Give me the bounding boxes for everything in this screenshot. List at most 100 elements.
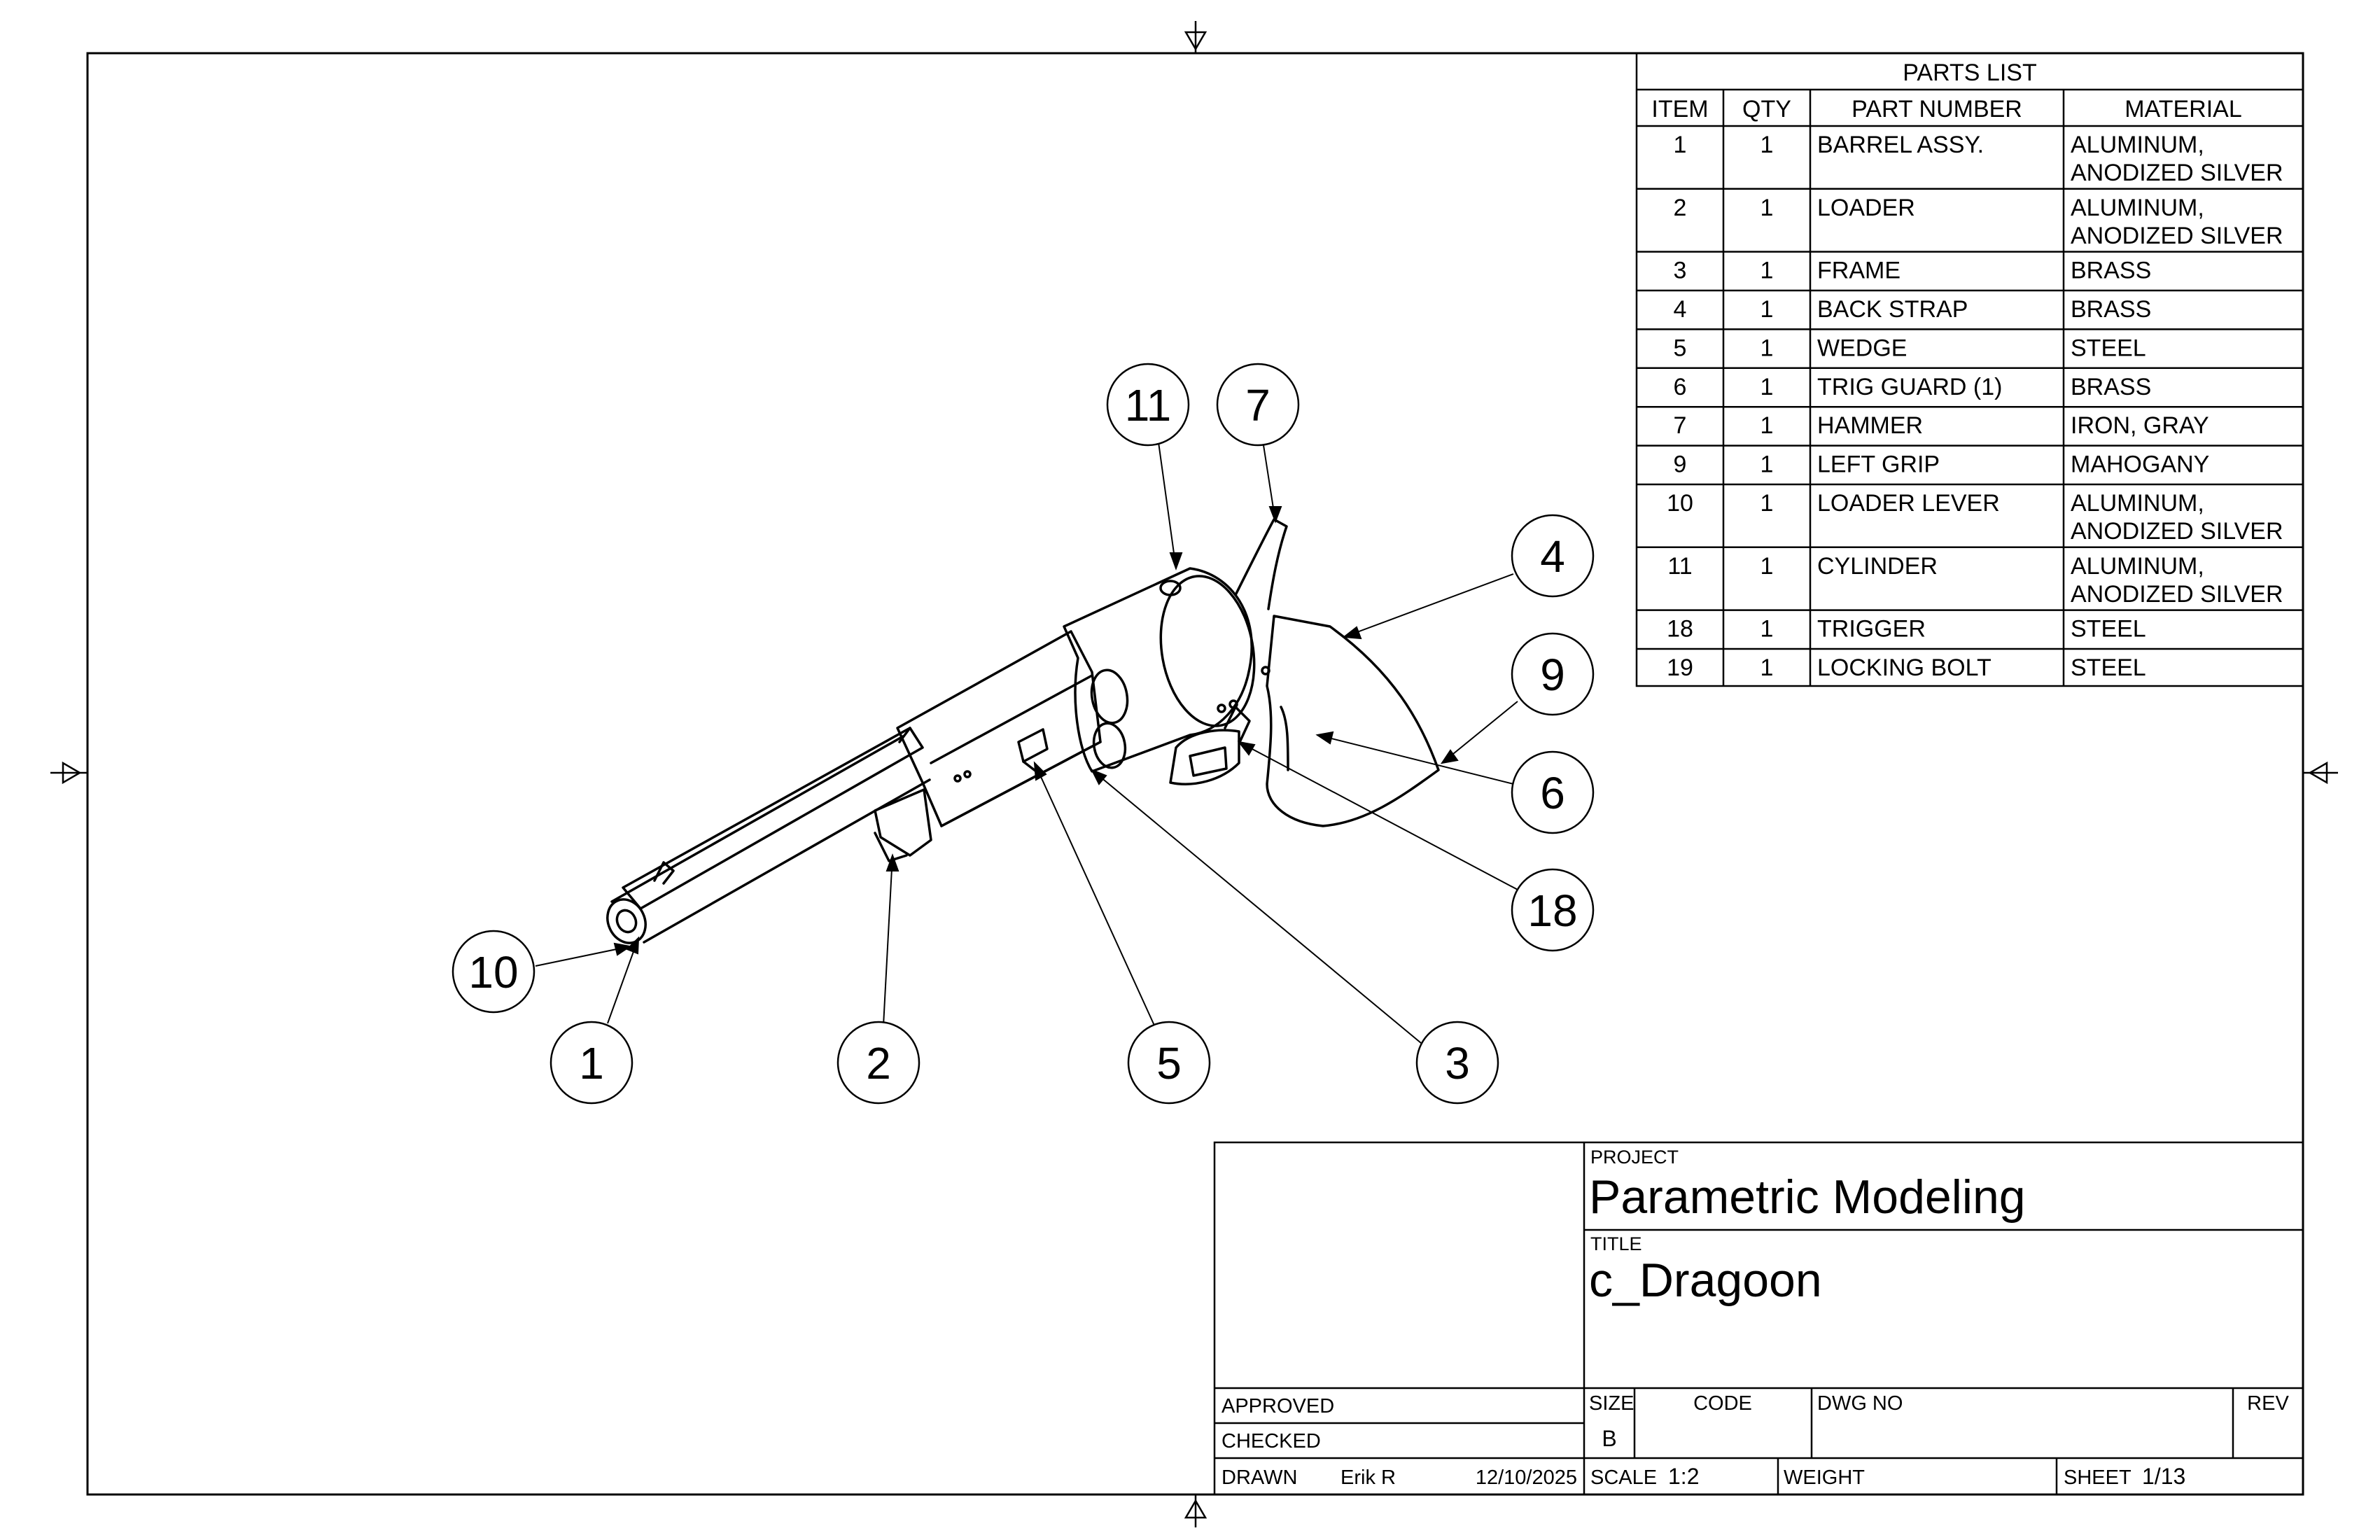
rev-label: REV <box>2247 1392 2289 1415</box>
part-qty: 1 <box>1760 335 1774 361</box>
part-number: LOADER LEVER <box>1817 490 2000 517</box>
part-item: 9 <box>1674 451 1687 478</box>
trigger <box>1224 706 1251 742</box>
part-material: ALUMINUM, <box>2071 195 2204 221</box>
part-item: 18 <box>1667 616 1693 643</box>
weight-label: WEIGHT <box>1784 1466 1865 1489</box>
drawing-title: c_Dragoon <box>1589 1254 1822 1307</box>
project-label: PROJECT <box>1590 1147 1679 1168</box>
svg-text:11: 11 <box>1125 380 1171 430</box>
approved-label: APPROVED <box>1222 1395 1334 1418</box>
part-material: BRASS <box>2071 374 2151 400</box>
part-item: 10 <box>1667 490 1693 517</box>
part-item: 5 <box>1674 335 1687 361</box>
part-material: IRON, GRAY <box>2071 412 2209 439</box>
svg-text:1: 1 <box>579 1038 604 1088</box>
part-material: MAHOGANY <box>2071 451 2209 478</box>
part-material: ANODIZED SILVER <box>2071 160 2283 186</box>
sheet-label: SHEET <box>2064 1466 2132 1489</box>
balloon-5: 5 <box>1127 1021 1211 1105</box>
header-qty: QTY <box>1742 96 1791 122</box>
header-item: ITEM <box>1651 96 1708 122</box>
part-qty: 1 <box>1760 553 1774 580</box>
balloons: 11 7 4 9 6 18 10 1 2 5 3 <box>451 363 1595 1105</box>
part-qty: 1 <box>1760 616 1774 643</box>
project-name: Parametric Modeling <box>1589 1170 2026 1224</box>
svg-text:4: 4 <box>1540 531 1565 582</box>
svg-text:6: 6 <box>1540 768 1565 818</box>
part-qty: 1 <box>1760 195 1774 221</box>
part-material: BRASS <box>2071 258 2151 284</box>
part-item: 2 <box>1674 195 1687 221</box>
part-item: 11 <box>1667 553 1692 580</box>
title-block: PROJECT Parametric Modeling TITLE c_Drag… <box>1213 1141 2304 1496</box>
part-material: BRASS <box>2071 296 2151 323</box>
balloon-7: 7 <box>1216 363 1300 447</box>
sheet-value: 1/13 <box>2142 1464 2185 1489</box>
balloon-10: 10 <box>451 930 536 1014</box>
parts-row: 10 1 LOADER LEVER ALUMINUM,ANODIZED SILVER <box>1667 490 2283 545</box>
svg-text:7: 7 <box>1245 380 1270 430</box>
balloon-3: 3 <box>1415 1021 1499 1105</box>
parts-row: 18 1 TRIGGER STEEL <box>1667 616 2146 643</box>
front-sight <box>653 861 675 885</box>
parts-row: 6 1 TRIG GUARD (1) BRASS <box>1674 374 2152 400</box>
title-label: TITLE <box>1590 1233 1642 1254</box>
part-item: 6 <box>1674 374 1687 400</box>
balloon-1: 1 <box>550 1021 634 1105</box>
part-material: ALUMINUM, <box>2071 553 2204 580</box>
part-qty: 1 <box>1760 132 1774 158</box>
barrel <box>622 727 924 910</box>
part-number: FRAME <box>1817 258 1900 284</box>
size-value: B <box>1602 1426 1616 1451</box>
part-number: TRIGGER <box>1817 616 1926 643</box>
scale-label: SCALE <box>1590 1466 1657 1489</box>
checked-label: CHECKED <box>1222 1430 1321 1452</box>
part-number: TRIG GUARD (1) <box>1817 374 2002 400</box>
size-label: SIZE <box>1589 1392 1634 1415</box>
part-material: ANODIZED SILVER <box>2071 223 2283 249</box>
part-material: ALUMINUM, <box>2071 490 2204 517</box>
part-qty: 1 <box>1760 654 1774 681</box>
part-number: BACK STRAP <box>1817 296 1968 323</box>
balloon-11: 11 <box>1106 363 1190 447</box>
part-number: BARREL ASSY. <box>1817 132 1984 158</box>
part-qty: 1 <box>1760 412 1774 439</box>
part-material: STEEL <box>2071 335 2146 361</box>
trigger-guard <box>1169 729 1240 785</box>
drawn-label: DRAWN <box>1222 1466 1297 1489</box>
code-label: CODE <box>1693 1392 1752 1415</box>
svg-text:2: 2 <box>866 1038 891 1088</box>
svg-text:18: 18 <box>1527 886 1577 936</box>
sheet-border <box>86 52 2304 1496</box>
part-number: HAMMER <box>1817 412 1923 439</box>
balloon-18: 18 <box>1511 868 1595 952</box>
balloon-4: 4 <box>1511 514 1595 598</box>
part-qty: 1 <box>1760 296 1774 323</box>
part-qty: 1 <box>1760 490 1774 517</box>
header-part-number: PART NUMBER <box>1851 96 2022 122</box>
part-number: CYLINDER <box>1817 553 1938 580</box>
part-number: LOCKING BOLT <box>1817 654 1991 681</box>
header-material: MATERIAL <box>2124 96 2242 122</box>
centering-marks <box>50 21 2338 1527</box>
wedge <box>1017 728 1049 763</box>
part-material: ANODIZED SILVER <box>2071 518 2283 545</box>
hammer <box>1234 518 1288 610</box>
balloon-6: 6 <box>1511 750 1595 834</box>
part-item: 1 <box>1674 132 1687 158</box>
part-qty: 1 <box>1760 374 1774 400</box>
part-material: STEEL <box>2071 616 2146 643</box>
part-material: ANODIZED SILVER <box>2071 581 2283 608</box>
svg-text:10: 10 <box>468 947 518 997</box>
revolver-drawing <box>606 518 1440 944</box>
